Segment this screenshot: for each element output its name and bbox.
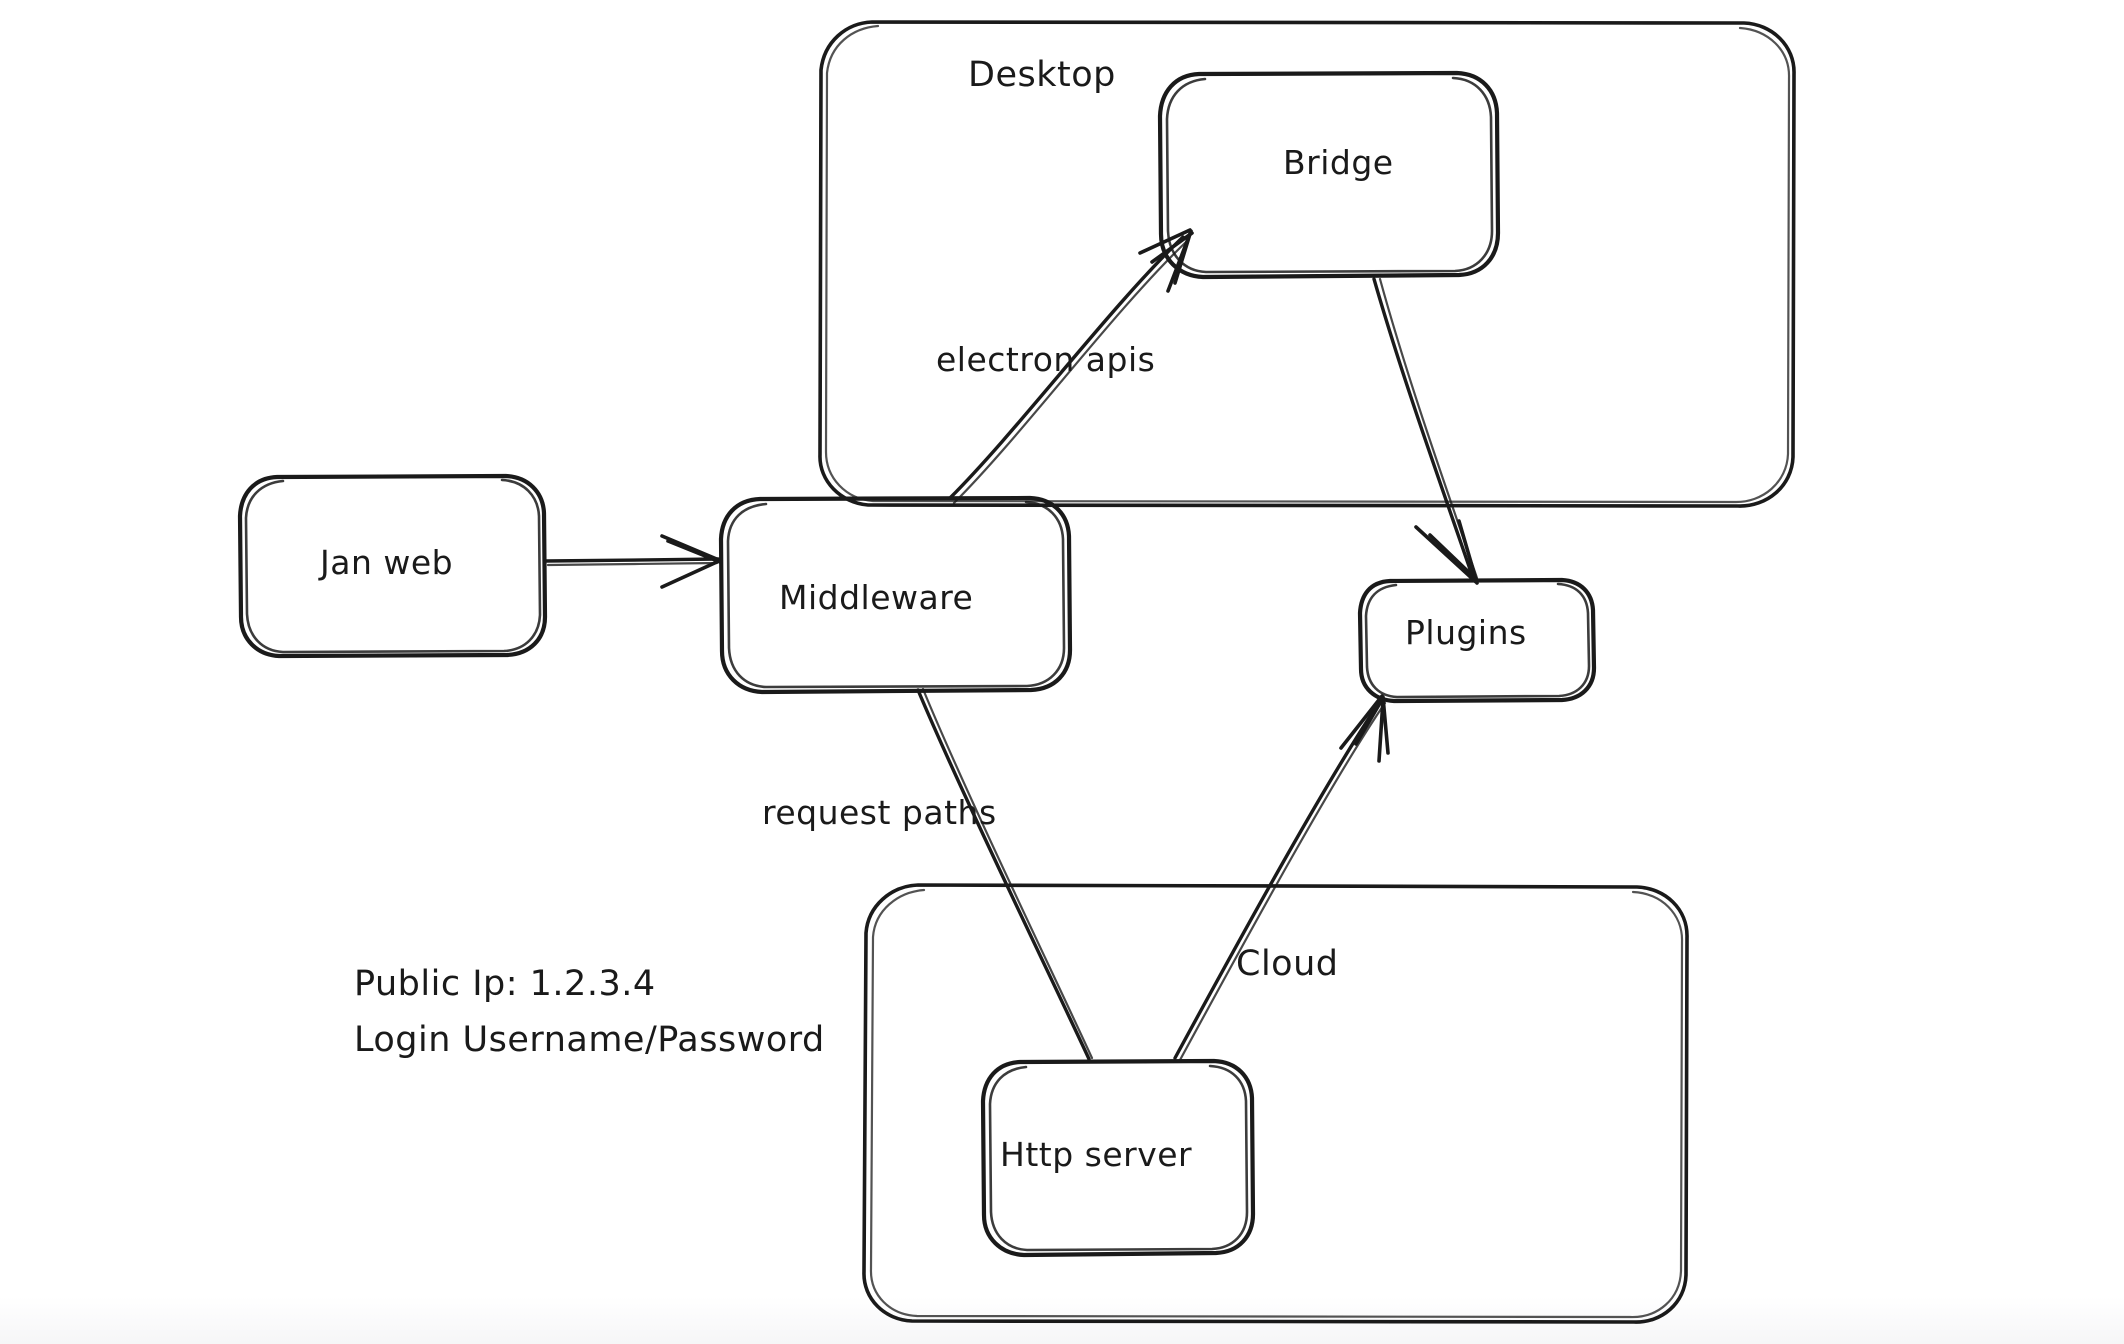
- node-middleware-outline: [718, 495, 1073, 695]
- group-label-cloud: Cloud: [1236, 944, 1339, 984]
- edge-httpserver-plugins: [1173, 694, 1390, 1062]
- edge-middleware-httpserver: [916, 687, 1094, 1061]
- node-http-server-outline: [980, 1058, 1256, 1258]
- node-label-jan-web: Jan web: [320, 543, 454, 582]
- edge-label-electron-apis: electron apis: [936, 340, 1156, 379]
- node-jan-web-outline: [237, 473, 548, 659]
- node-label-plugins: Plugins: [1405, 613, 1527, 652]
- node-label-http-server: Http server: [1000, 1135, 1193, 1174]
- edge-bridge-plugins: [1372, 277, 1479, 585]
- group-desktop-outline: [818, 20, 1796, 508]
- node-label-middleware: Middleware: [779, 578, 974, 617]
- note-login-credentials: Login Username/Password: [354, 1020, 825, 1060]
- node-bridge-outline: [1157, 70, 1501, 280]
- node-label-bridge: Bridge: [1283, 143, 1394, 182]
- group-label-desktop: Desktop: [968, 55, 1116, 95]
- edge-middleware-bridge: [948, 228, 1194, 505]
- edge-label-request-paths: request paths: [762, 793, 997, 832]
- edge-janweb-middleware: [544, 534, 722, 589]
- node-plugins-outline: [1357, 577, 1597, 704]
- note-public-ip: Public Ip: 1.2.3.4: [354, 964, 656, 1004]
- group-cloud-outline: [862, 883, 1689, 1324]
